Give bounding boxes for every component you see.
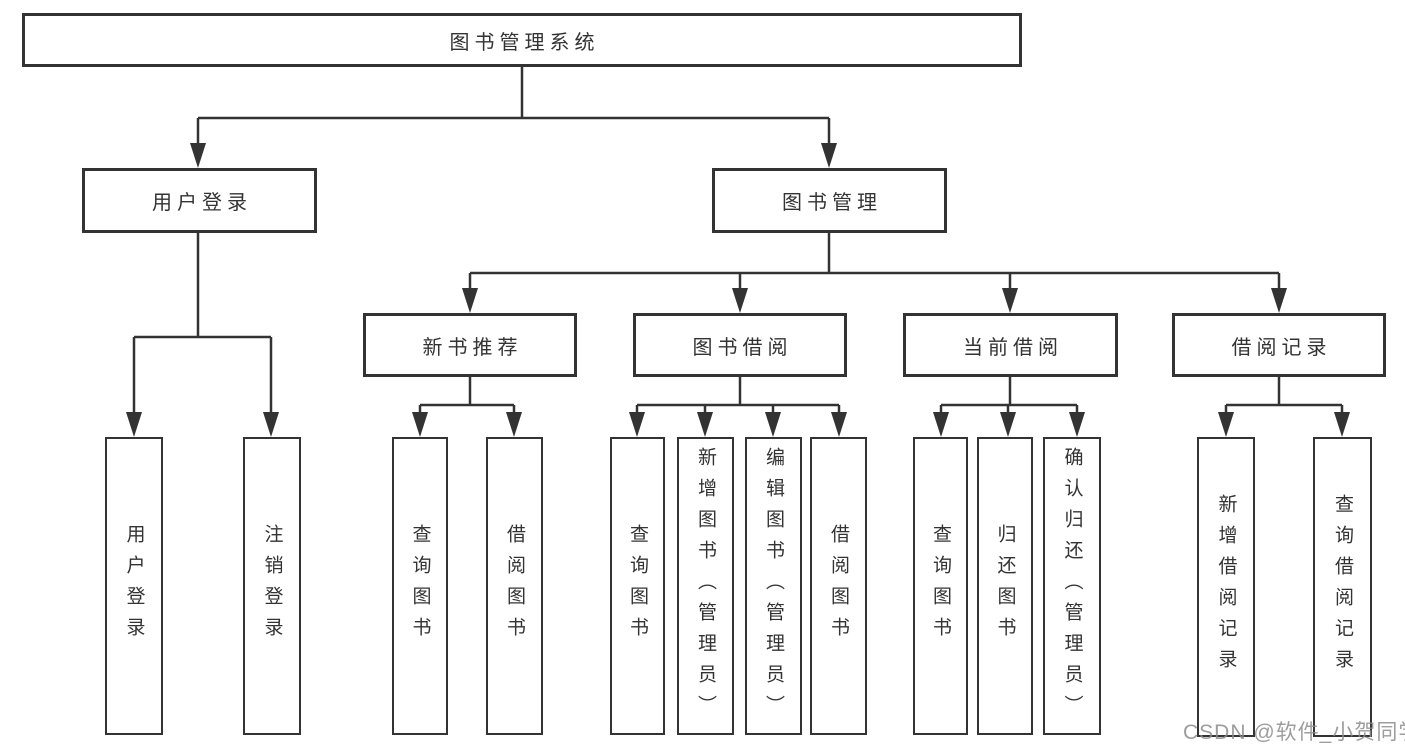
arrowhead-icon (126, 412, 142, 437)
leaf-confirm-return-admin: 确认归还（管理员） (1043, 437, 1101, 735)
leaf-borrow-books-recommend: 借阅图书 (486, 437, 543, 735)
leaf-edit-books-admin: 编辑图书（管理员） (745, 437, 802, 735)
connector-newbooks-to-leaves (418, 377, 516, 414)
arrowhead-icon (1069, 412, 1085, 437)
leaf-query-books-borrowing: 查询图书 (610, 437, 665, 735)
arrowhead-icon (1334, 412, 1350, 437)
csdn-watermark: CSDN @软件_小贺同学 (1183, 721, 1405, 744)
leaf-add-books-admin: 新增图书（管理员） (677, 437, 734, 735)
arrowhead-icon (263, 412, 279, 437)
leaf-return-books: 归还图书 (977, 437, 1033, 735)
leaf-add-borrow-record: 新增借阅记录 (1197, 437, 1255, 737)
arrowhead-icon (697, 412, 713, 437)
leaf-query-books-recommend: 查询图书 (392, 437, 448, 735)
leaf-user-login: 用户登录 (105, 437, 163, 735)
node-root-system: 图书管理系统 (22, 13, 1022, 67)
leaf-logout: 注销登录 (243, 437, 301, 735)
leaf-query-borrow-record: 查询借阅记录 (1313, 437, 1372, 737)
arrowhead-icon (462, 288, 478, 313)
arrowhead-icon (765, 412, 781, 437)
leaf-borrow-books: 借阅图书 (810, 437, 867, 735)
arrowhead-icon (629, 412, 645, 437)
connector-bookmgmt-to-level2 (468, 233, 1281, 290)
arrowhead-icon (1271, 288, 1287, 313)
leaf-query-books-current: 查询图书 (913, 437, 968, 735)
connector-borrowing-to-leaves (635, 377, 841, 414)
arrowhead-icon (1002, 288, 1018, 313)
arrowheads (126, 143, 1350, 437)
arrowhead-icon (506, 412, 522, 437)
arrowhead-icon (831, 412, 847, 437)
connector-current-to-leaves (939, 377, 1079, 414)
connector-userlogin-to-leaves (132, 233, 273, 414)
connector-records-to-leaves (1224, 377, 1344, 414)
arrowhead-icon (190, 143, 206, 168)
node-new-book-recommend: 新书推荐 (363, 313, 577, 377)
node-borrowing-records: 借阅记录 (1172, 313, 1386, 377)
node-user-login: 用户登录 (82, 168, 317, 233)
arrowhead-icon (1000, 412, 1016, 437)
node-book-management: 图书管理 (712, 168, 947, 233)
connector-root-to-level1 (196, 67, 831, 144)
node-book-borrowing: 图书借阅 (633, 313, 847, 377)
arrowhead-icon (412, 412, 428, 437)
arrowhead-icon (1218, 412, 1234, 437)
arrowhead-icon (933, 412, 949, 437)
arrowhead-icon (732, 288, 748, 313)
arrowhead-icon (821, 143, 837, 168)
node-current-borrowing: 当前借阅 (903, 313, 1118, 377)
